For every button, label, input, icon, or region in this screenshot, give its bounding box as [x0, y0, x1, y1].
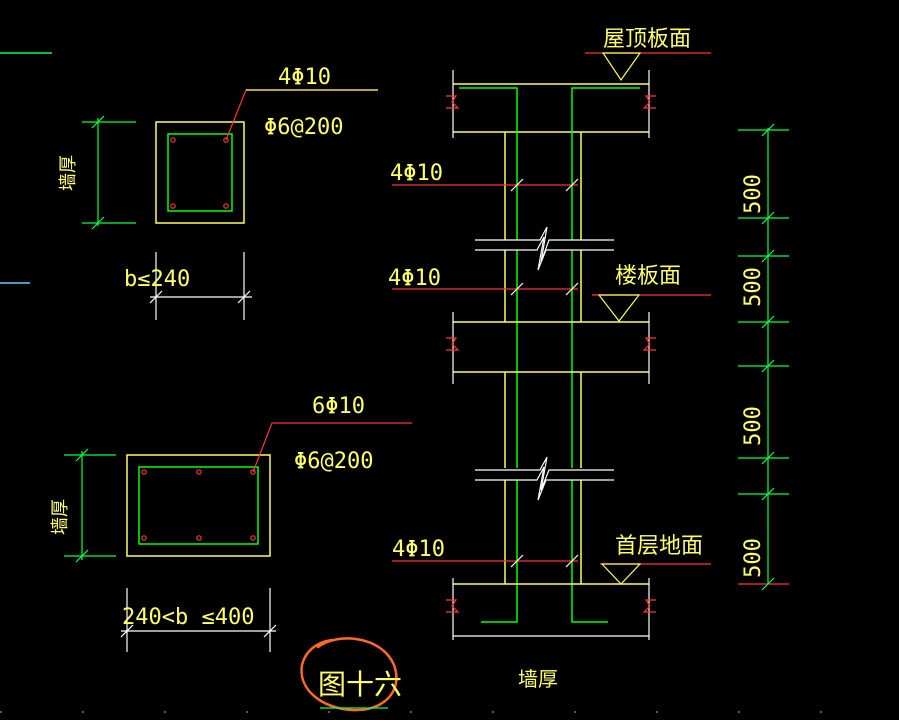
rebar-dot	[170, 203, 176, 209]
bar-label-lower: 4Φ10	[392, 537, 445, 562]
elevation-wall-thickness: 墙厚	[518, 667, 558, 691]
elevation: 屋顶板面 楼板面	[388, 27, 789, 691]
rebar-dot	[196, 469, 202, 475]
figure-title: 图十六	[318, 668, 402, 701]
rebar-dot	[170, 137, 176, 143]
section-small-stirrup-label: Φ6@200	[264, 115, 343, 140]
dimension-chain: 500 500 500 500	[738, 123, 789, 591]
section-large-stirrup	[138, 466, 259, 545]
roof-slab-label: 屋顶板面	[603, 27, 691, 52]
rebar-dot	[250, 469, 256, 475]
section-large-stirrup-label: Φ6@200	[294, 449, 373, 474]
section-small-stirrup	[167, 133, 233, 212]
rebar-dot	[223, 137, 229, 143]
section-large-width: 240<b ≤400	[122, 605, 254, 630]
floor-slab-label: 楼板面	[615, 264, 681, 289]
break-line-lower	[475, 456, 614, 501]
edge-fragments	[0, 52, 899, 713]
figure-label: 图十六	[300, 637, 402, 712]
bar-label-middle: 4Φ10	[388, 266, 441, 291]
dimension-500: 500	[741, 538, 766, 578]
section-large-concrete	[126, 454, 271, 557]
dimension-500: 500	[741, 267, 766, 307]
section-small: 4Φ10 Φ6@200 墙厚 b≤240	[58, 65, 378, 320]
bar-label-upper: 4Φ10	[390, 161, 443, 186]
section-small-main-bars: 4Φ10	[278, 65, 331, 90]
break-line-upper	[475, 226, 614, 271]
leader-line	[252, 422, 412, 473]
section-large-wall-thickness: 墙厚	[50, 499, 71, 535]
figure-circle	[300, 637, 398, 712]
section-small-wall-thickness: 墙厚	[58, 155, 79, 191]
rebar-dot	[141, 469, 147, 475]
dimension-500: 500	[741, 406, 766, 446]
rebar-dot	[250, 535, 256, 541]
dimension-500: 500	[741, 174, 766, 214]
rebar-dot	[196, 535, 202, 541]
section-large-main-bars: 6Φ10	[312, 394, 365, 419]
section-small-concrete	[155, 121, 245, 224]
rebar-dot	[223, 203, 229, 209]
section-small-width: b≤240	[124, 267, 190, 292]
ground-floor-label: 首层地面	[615, 534, 703, 559]
section-large: 6Φ10 Φ6@200 墙厚 240<b ≤400	[50, 394, 412, 652]
rebar-dot	[141, 535, 147, 541]
